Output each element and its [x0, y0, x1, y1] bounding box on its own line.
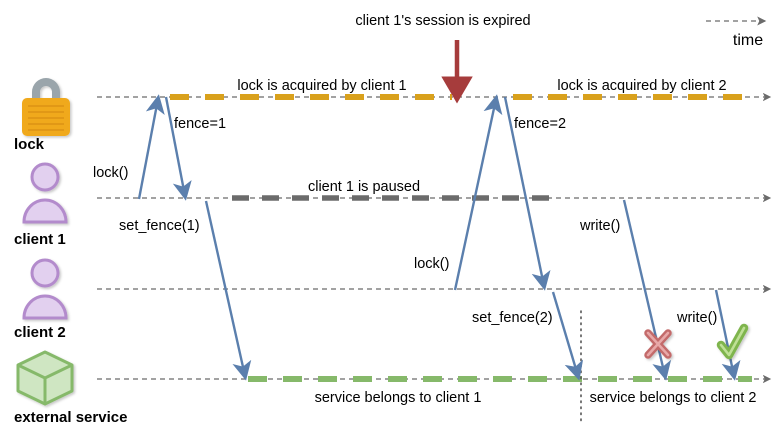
- message-label-set-fence1: set_fence(1): [119, 218, 200, 234]
- lock-band-label-client1: lock is acquired by client 1: [237, 78, 407, 94]
- message-arrow-fence1: [164, 96, 192, 201]
- lane-label-client-1: client 1: [14, 231, 66, 248]
- message-arrow-lock-client1: [137, 94, 165, 200]
- service-owner-label-client2: service belongs to client 2: [589, 390, 757, 406]
- padlock-icon: [22, 78, 70, 136]
- session-expired-label: client 1's session is expired: [355, 13, 531, 29]
- message-label-write-client2: write(): [677, 310, 718, 326]
- message-label-fence2: fence=2: [514, 116, 567, 132]
- client1-paused-label: client 1 is paused: [307, 179, 421, 195]
- message-label-lock-client1: lock(): [93, 165, 129, 181]
- message-arrow-fence2: [503, 96, 551, 291]
- message-label-fence1: fence=1: [174, 116, 227, 132]
- lane-label-lock: lock: [14, 136, 45, 153]
- red-x-icon: [644, 329, 672, 359]
- message-arrow-set-fence2: [551, 291, 584, 381]
- message-arrow-lock-client2: [453, 94, 503, 291]
- message-label-lock-client2: lock(): [414, 256, 450, 272]
- message-label-write-client1: write(): [580, 218, 621, 234]
- lane-label-external-service: external service: [14, 409, 128, 426]
- message-arrow-write-client2: [714, 289, 741, 381]
- message-label-set-fence2: set_fence(2): [472, 310, 553, 326]
- cube-icon: [16, 350, 74, 406]
- lock-band-label-client2: lock is acquired by client 2: [557, 78, 727, 94]
- message-arrow-set-fence1: [204, 200, 252, 381]
- service-owner-label-client1: service belongs to client 1: [314, 390, 482, 406]
- person-icon-client1: [22, 162, 68, 224]
- time-axis-label: time: [732, 32, 764, 49]
- lane-label-client-2: client 2: [14, 324, 66, 341]
- green-check-icon: [716, 323, 749, 360]
- person-icon-client2: [22, 258, 68, 320]
